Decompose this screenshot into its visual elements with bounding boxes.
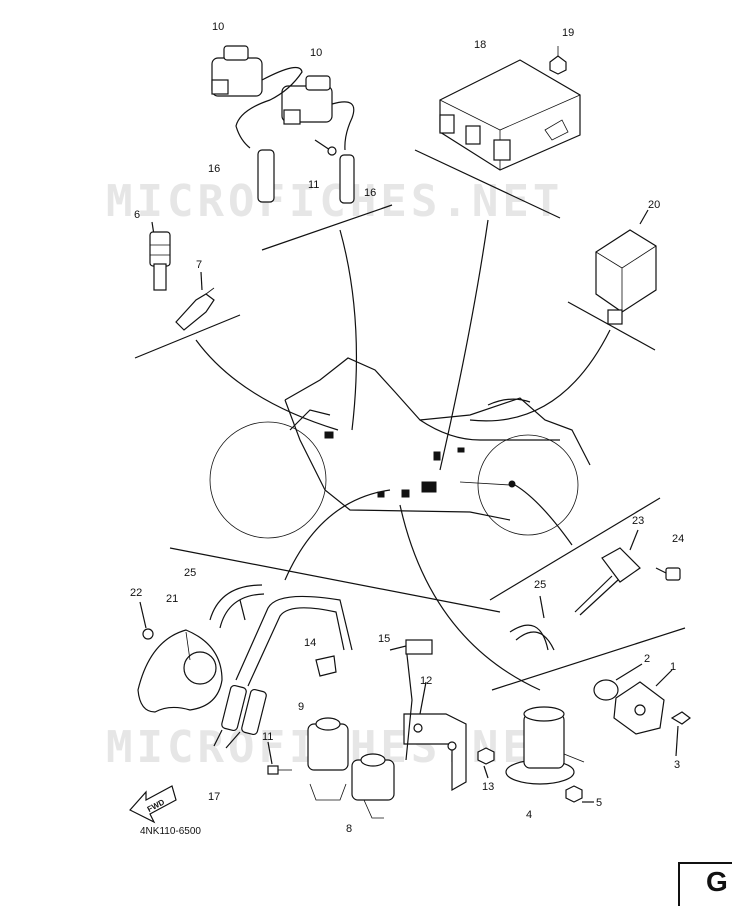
callout-22: 22 <box>130 587 142 599</box>
callout-18: 18 <box>474 39 486 51</box>
callout-labels: 10 10 19 18 16 11 16 6 20 7 23 24 25 25 … <box>130 21 684 835</box>
callout-5: 5 <box>596 797 602 809</box>
motorcycle-silhouette <box>209 357 591 539</box>
callout-25b: 25 <box>534 579 546 591</box>
callout-1: 1 <box>670 661 676 673</box>
callout-2: 2 <box>644 653 650 665</box>
callout-4: 4 <box>526 809 532 821</box>
ecu-unit <box>439 59 581 171</box>
callout-3: 3 <box>674 759 680 771</box>
relay-unit <box>595 209 657 325</box>
page-letter: G <box>706 866 728 897</box>
callout-13: 13 <box>482 781 494 793</box>
plate-screw <box>670 711 691 757</box>
callout-20: 20 <box>648 199 660 211</box>
cable-band-left <box>209 584 265 629</box>
callout-6: 6 <box>134 209 140 221</box>
callout-12: 12 <box>420 675 432 687</box>
callout-24: 24 <box>672 533 684 545</box>
thermo-sender <box>175 271 215 331</box>
solenoid-valve <box>505 706 585 785</box>
callout-17: 17 <box>208 791 220 803</box>
callout-11a: 11 <box>308 179 319 191</box>
callout-10b: 10 <box>310 47 322 59</box>
callout-10a: 10 <box>212 21 224 33</box>
callout-16a: 16 <box>208 163 220 175</box>
callout-9: 9 <box>298 701 304 713</box>
speed-sensor <box>574 529 641 616</box>
solenoid-bolt <box>565 785 594 803</box>
callout-21: 21 <box>166 593 178 605</box>
o-ring <box>593 663 643 701</box>
sensor-bolt <box>655 567 681 581</box>
spark-plug-leads-upper <box>235 66 355 204</box>
leader-arcs <box>195 219 611 691</box>
page-letter-box <box>678 862 732 906</box>
cord-clamp <box>315 655 337 677</box>
screw-upper <box>314 139 337 156</box>
callout-7: 7 <box>196 259 202 271</box>
callout-16b: 16 <box>364 187 376 199</box>
ignition-coil-lower-right <box>351 753 395 819</box>
ignition-coil-upper-left <box>211 45 263 97</box>
diagram-code: 4NK110-6500 <box>140 826 201 837</box>
callout-19: 19 <box>562 27 574 39</box>
lead-wire-harness <box>389 639 433 761</box>
callout-11b: 11 <box>262 731 273 743</box>
callout-14: 14 <box>304 637 316 649</box>
ignition-coil-upper-right <box>281 75 333 125</box>
cover-plate <box>613 669 673 735</box>
coil-screw <box>267 741 292 775</box>
callout-23: 23 <box>632 515 644 527</box>
horn-bolt <box>139 601 154 640</box>
ignition-coil-lower-left <box>307 717 349 801</box>
temperature-switch <box>149 221 171 291</box>
callout-25a: 25 <box>184 567 196 579</box>
forward-direction-arrow: FWD <box>129 785 177 824</box>
coil-bracket <box>403 681 467 792</box>
spark-plug-leads-lower <box>213 595 353 749</box>
horn <box>137 629 223 713</box>
cable-band-right <box>509 595 555 651</box>
callout-15: 15 <box>378 633 390 645</box>
ecu-screw <box>549 46 567 75</box>
bracket-bolt <box>477 747 495 779</box>
group-bracket-lines <box>134 149 686 691</box>
watermark-top: MICROFICHES.NET <box>106 176 563 227</box>
callout-8: 8 <box>346 823 352 835</box>
